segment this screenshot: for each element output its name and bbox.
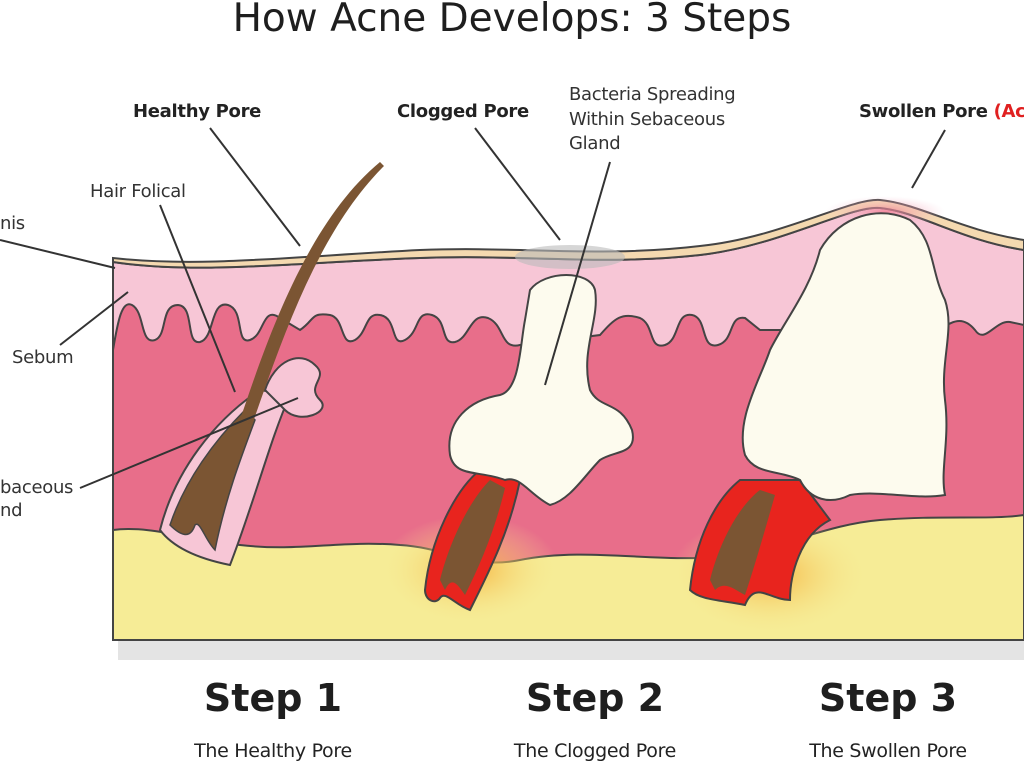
swollen-pore-acne-text: (Ac	[993, 101, 1024, 122]
hair-root	[169, 408, 256, 552]
hair-shaft	[240, 162, 384, 425]
step-1-title: Step 1	[203, 676, 343, 720]
leader-lines	[0, 127, 946, 489]
label-epidermis: nis	[0, 213, 25, 234]
label-swollen-pore: Swollen Pore (Ac	[859, 101, 1024, 122]
label-sebaceous-1: baceous	[0, 477, 74, 498]
step-2-title: Step 2	[525, 676, 665, 720]
step-2-subtitle: The Clogged Pore	[513, 740, 677, 762]
label-healthy-pore: Healthy Pore	[133, 101, 262, 122]
step-3-subtitle: The Swollen Pore	[809, 740, 967, 762]
clogged-pore-highlight	[515, 245, 625, 269]
label-bacteria-1: Bacteria Spreading	[569, 84, 736, 105]
swollen-pore-text: Swollen Pore	[859, 101, 988, 122]
sebum-plug	[741, 212, 950, 501]
label-sebum: Sebum	[12, 347, 74, 368]
hair-root	[710, 490, 775, 595]
step-1-subtitle: The Healthy Pore	[194, 740, 352, 762]
hair-root	[440, 480, 505, 595]
sebaceous-gland	[263, 357, 324, 418]
step-3-title: Step 3	[818, 676, 958, 720]
label-bacteria-2: Within Sebaceous	[569, 109, 725, 130]
label-clogged-pore: Clogged Pore	[397, 101, 529, 122]
block-shadow	[118, 640, 1024, 660]
page-title: How Acne Develops: 3 Steps	[232, 0, 792, 41]
label-bacteria-3: Gland	[569, 133, 621, 154]
label-sebaceous-2: nd	[0, 500, 23, 521]
sebum-plug	[448, 274, 634, 507]
label-hair-folical: Hair Folical	[90, 181, 186, 202]
